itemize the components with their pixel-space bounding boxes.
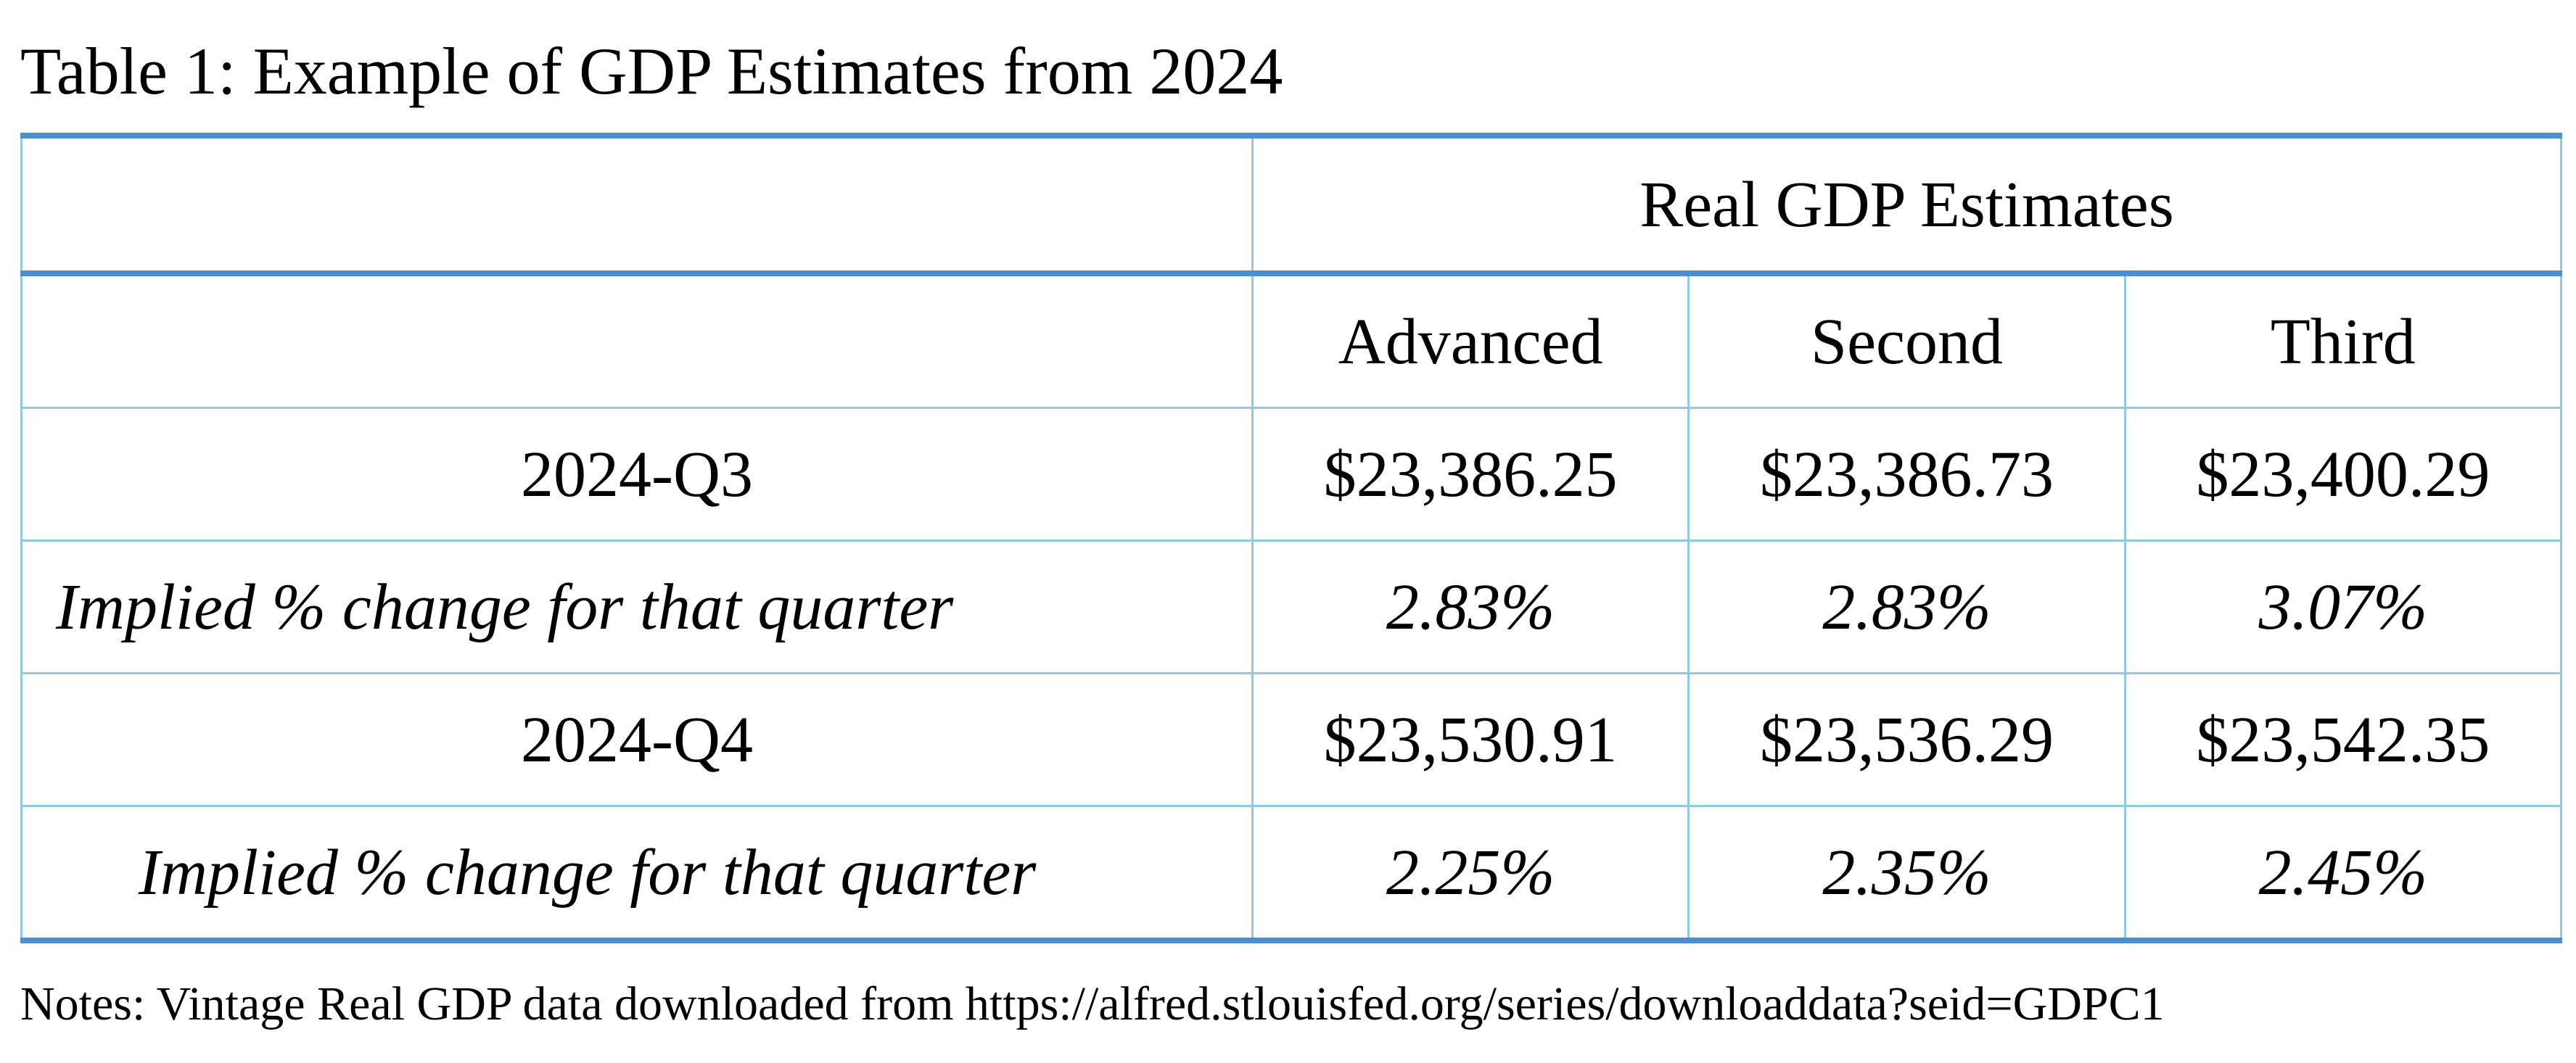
cell-2024-q4-advanced: $23,530.91 — [1251, 672, 1690, 807]
table-row-q3-implied-change: Implied % change for that quarter 2.83% … — [20, 539, 2563, 674]
gdp-estimates-table: Real GDP Estimates Advanced Second Third… — [20, 133, 2563, 943]
cell-2024-q4-second: $23,536.29 — [1687, 672, 2126, 807]
table-notes: Notes: Vintage Real GDP data downloaded … — [20, 977, 2165, 1030]
table-row-q4-implied-change: Implied % change for that quarter 2.25% … — [20, 805, 2563, 942]
table-title: Table 1: Example of GDP Estimates from 2… — [20, 34, 1283, 108]
table-column-header-row: Advanced Second Third — [20, 270, 2563, 409]
cell-q3-change-second: 2.83% — [1687, 539, 2126, 674]
empty-row-label-header-cell — [20, 270, 1254, 409]
cell-2024-q3-advanced: $23,386.25 — [1251, 407, 1690, 542]
cell-q4-change-third: 2.45% — [2123, 805, 2563, 942]
group-header-real-gdp-estimates: Real GDP Estimates — [1251, 134, 2562, 275]
table-group-header-row: Real GDP Estimates — [20, 134, 2562, 275]
column-header-third: Third — [2123, 270, 2563, 409]
empty-corner-cell — [20, 134, 1254, 275]
column-header-advanced: Advanced — [1251, 270, 1690, 409]
cell-q3-change-third: 3.07% — [2123, 539, 2563, 674]
row-label-q3-implied-change: Implied % change for that quarter — [20, 539, 1254, 674]
cell-2024-q3-second: $23,386.73 — [1687, 407, 2126, 542]
cell-q4-change-second: 2.35% — [1687, 805, 2126, 942]
table-row-2024-q4: 2024-Q4 $23,530.91 $23,536.29 $23,542.35 — [20, 672, 2563, 807]
row-label-q4-implied-change: Implied % change for that quarter — [20, 805, 1254, 942]
row-label-2024-q3: 2024-Q3 — [20, 407, 1254, 542]
cell-2024-q4-third: $23,542.35 — [2123, 672, 2563, 807]
cell-2024-q3-third: $23,400.29 — [2123, 407, 2563, 542]
row-label-2024-q4: 2024-Q4 — [20, 672, 1254, 807]
column-header-second: Second — [1687, 270, 2126, 409]
table-row-2024-q3: 2024-Q3 $23,386.25 $23,386.73 $23,400.29 — [20, 407, 2563, 542]
cell-q3-change-advanced: 2.83% — [1251, 539, 1690, 674]
cell-q4-change-advanced: 2.25% — [1251, 805, 1690, 942]
